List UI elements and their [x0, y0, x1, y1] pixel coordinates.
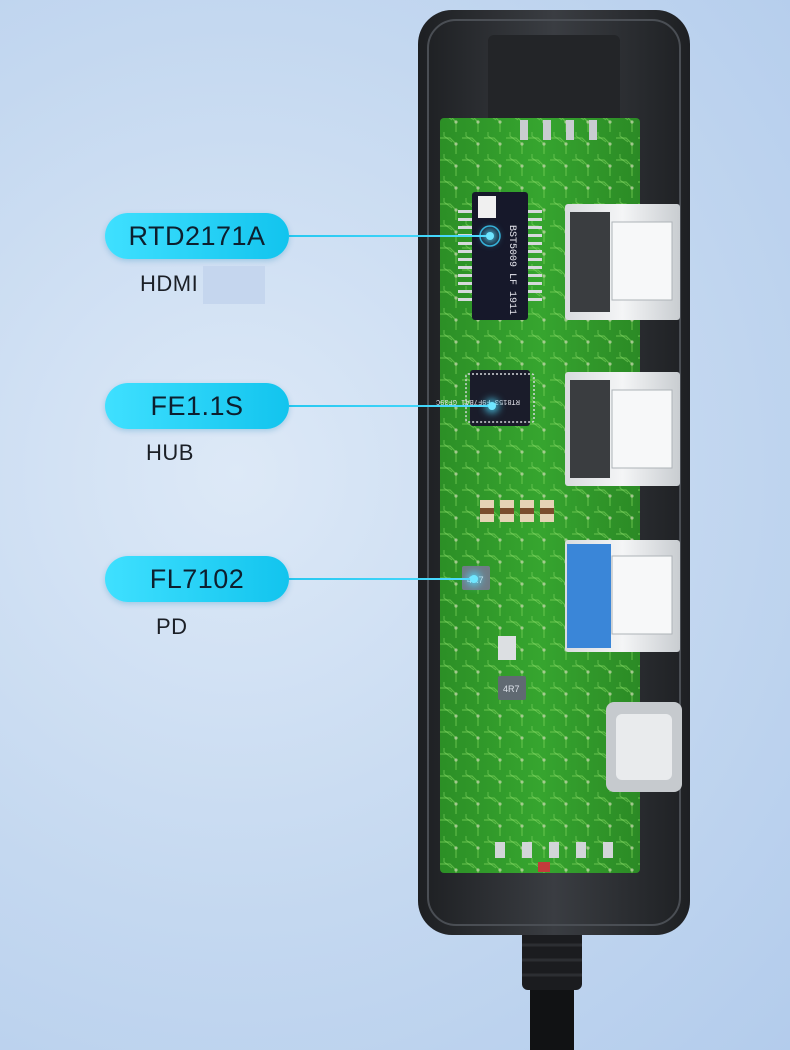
leader-dot-hub — [488, 402, 496, 410]
leader-line-hdmi — [289, 235, 489, 237]
hub-chip: RT8153 F9F7BA1 GF39C — [436, 370, 535, 426]
callout-label-pd: PD — [156, 614, 188, 639]
header-pins — [520, 120, 597, 140]
leader-dot-hdmi — [486, 232, 494, 240]
usb-port-2 — [565, 372, 680, 486]
callout-chip-pd: FL7102 — [149, 563, 245, 594]
usb-port-1 — [565, 204, 680, 320]
callout-pill-pd: FL7102 — [105, 556, 289, 602]
hdmi-chip: BST5009 LF 1911 — [458, 192, 542, 320]
usb-c-port — [606, 702, 682, 792]
hub-chip-marking: RT8153 F9F7BA1 GF39C — [436, 397, 520, 405]
label-shade — [203, 266, 265, 304]
callout-label-hdmi: HDMI — [140, 271, 199, 296]
strain-relief — [522, 930, 582, 990]
callout-label-hub: HUB — [146, 440, 194, 465]
leader-line-pd — [289, 578, 474, 580]
leader-dot-pd — [470, 575, 478, 583]
inductor-2-marking: 4R7 — [503, 684, 520, 694]
inductor-2: 4R7 — [498, 676, 526, 700]
leader-line-hub — [289, 405, 491, 407]
callout-chip-hub: FE1.1S — [150, 390, 244, 421]
capacitor — [498, 636, 516, 660]
callout-chip-hdmi: RTD2171A — [128, 220, 266, 251]
callout-pill-hdmi: RTD2171A — [105, 213, 289, 259]
callout-pill-hub: FE1.1S — [105, 383, 289, 429]
usb-port-3-blue — [565, 540, 680, 652]
hdmi-chip-marking: BST5009 LF 1911 — [506, 225, 517, 315]
resistor-bank — [480, 500, 554, 522]
bottom-wires — [495, 842, 613, 872]
